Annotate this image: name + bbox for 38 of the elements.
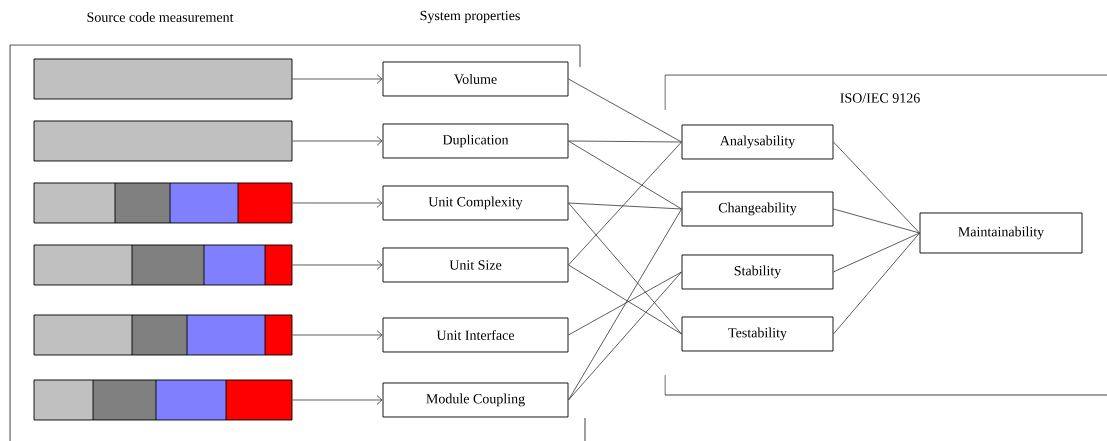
heading: Source code measurement — [87, 12, 234, 22]
connector — [568, 202, 682, 210]
measurement-bar — [33, 244, 293, 286]
property-box: Analysability — [681, 124, 834, 160]
connector — [292, 260, 383, 270]
property-box: Volume — [382, 61, 569, 97]
property-box: Testability — [681, 316, 834, 352]
property-box: Module Coupling — [382, 382, 569, 418]
heading: System properties — [420, 10, 520, 24]
heading: ISO/IEC 9126 — [840, 93, 920, 103]
connector — [292, 395, 383, 405]
measurement-bar — [33, 182, 293, 224]
connector — [833, 141, 920, 234]
property-box: Unit Size — [382, 247, 569, 283]
connector — [292, 330, 383, 340]
property-box: Maintainability — [919, 212, 1083, 254]
connector — [833, 208, 920, 234]
connector — [833, 232, 920, 273]
connector — [568, 208, 682, 401]
measurement-bar — [33, 120, 293, 162]
property-box: Duplication — [382, 123, 569, 159]
connector — [568, 202, 682, 335]
connector — [568, 141, 682, 266]
connector — [292, 198, 383, 208]
connector — [568, 140, 682, 143]
connector — [833, 232, 920, 335]
connector — [292, 136, 383, 146]
property-box: Unit Interface — [382, 317, 569, 353]
property-box: Stability — [681, 254, 834, 290]
measurement-bar — [33, 58, 293, 100]
measurement-bar — [33, 379, 293, 421]
connector — [568, 271, 682, 401]
connector — [568, 140, 682, 210]
property-box: Unit Complexity — [382, 185, 569, 221]
connector — [292, 74, 383, 84]
connector — [568, 78, 682, 143]
property-box: Changeability — [681, 191, 834, 227]
measurement-bar — [33, 314, 293, 356]
